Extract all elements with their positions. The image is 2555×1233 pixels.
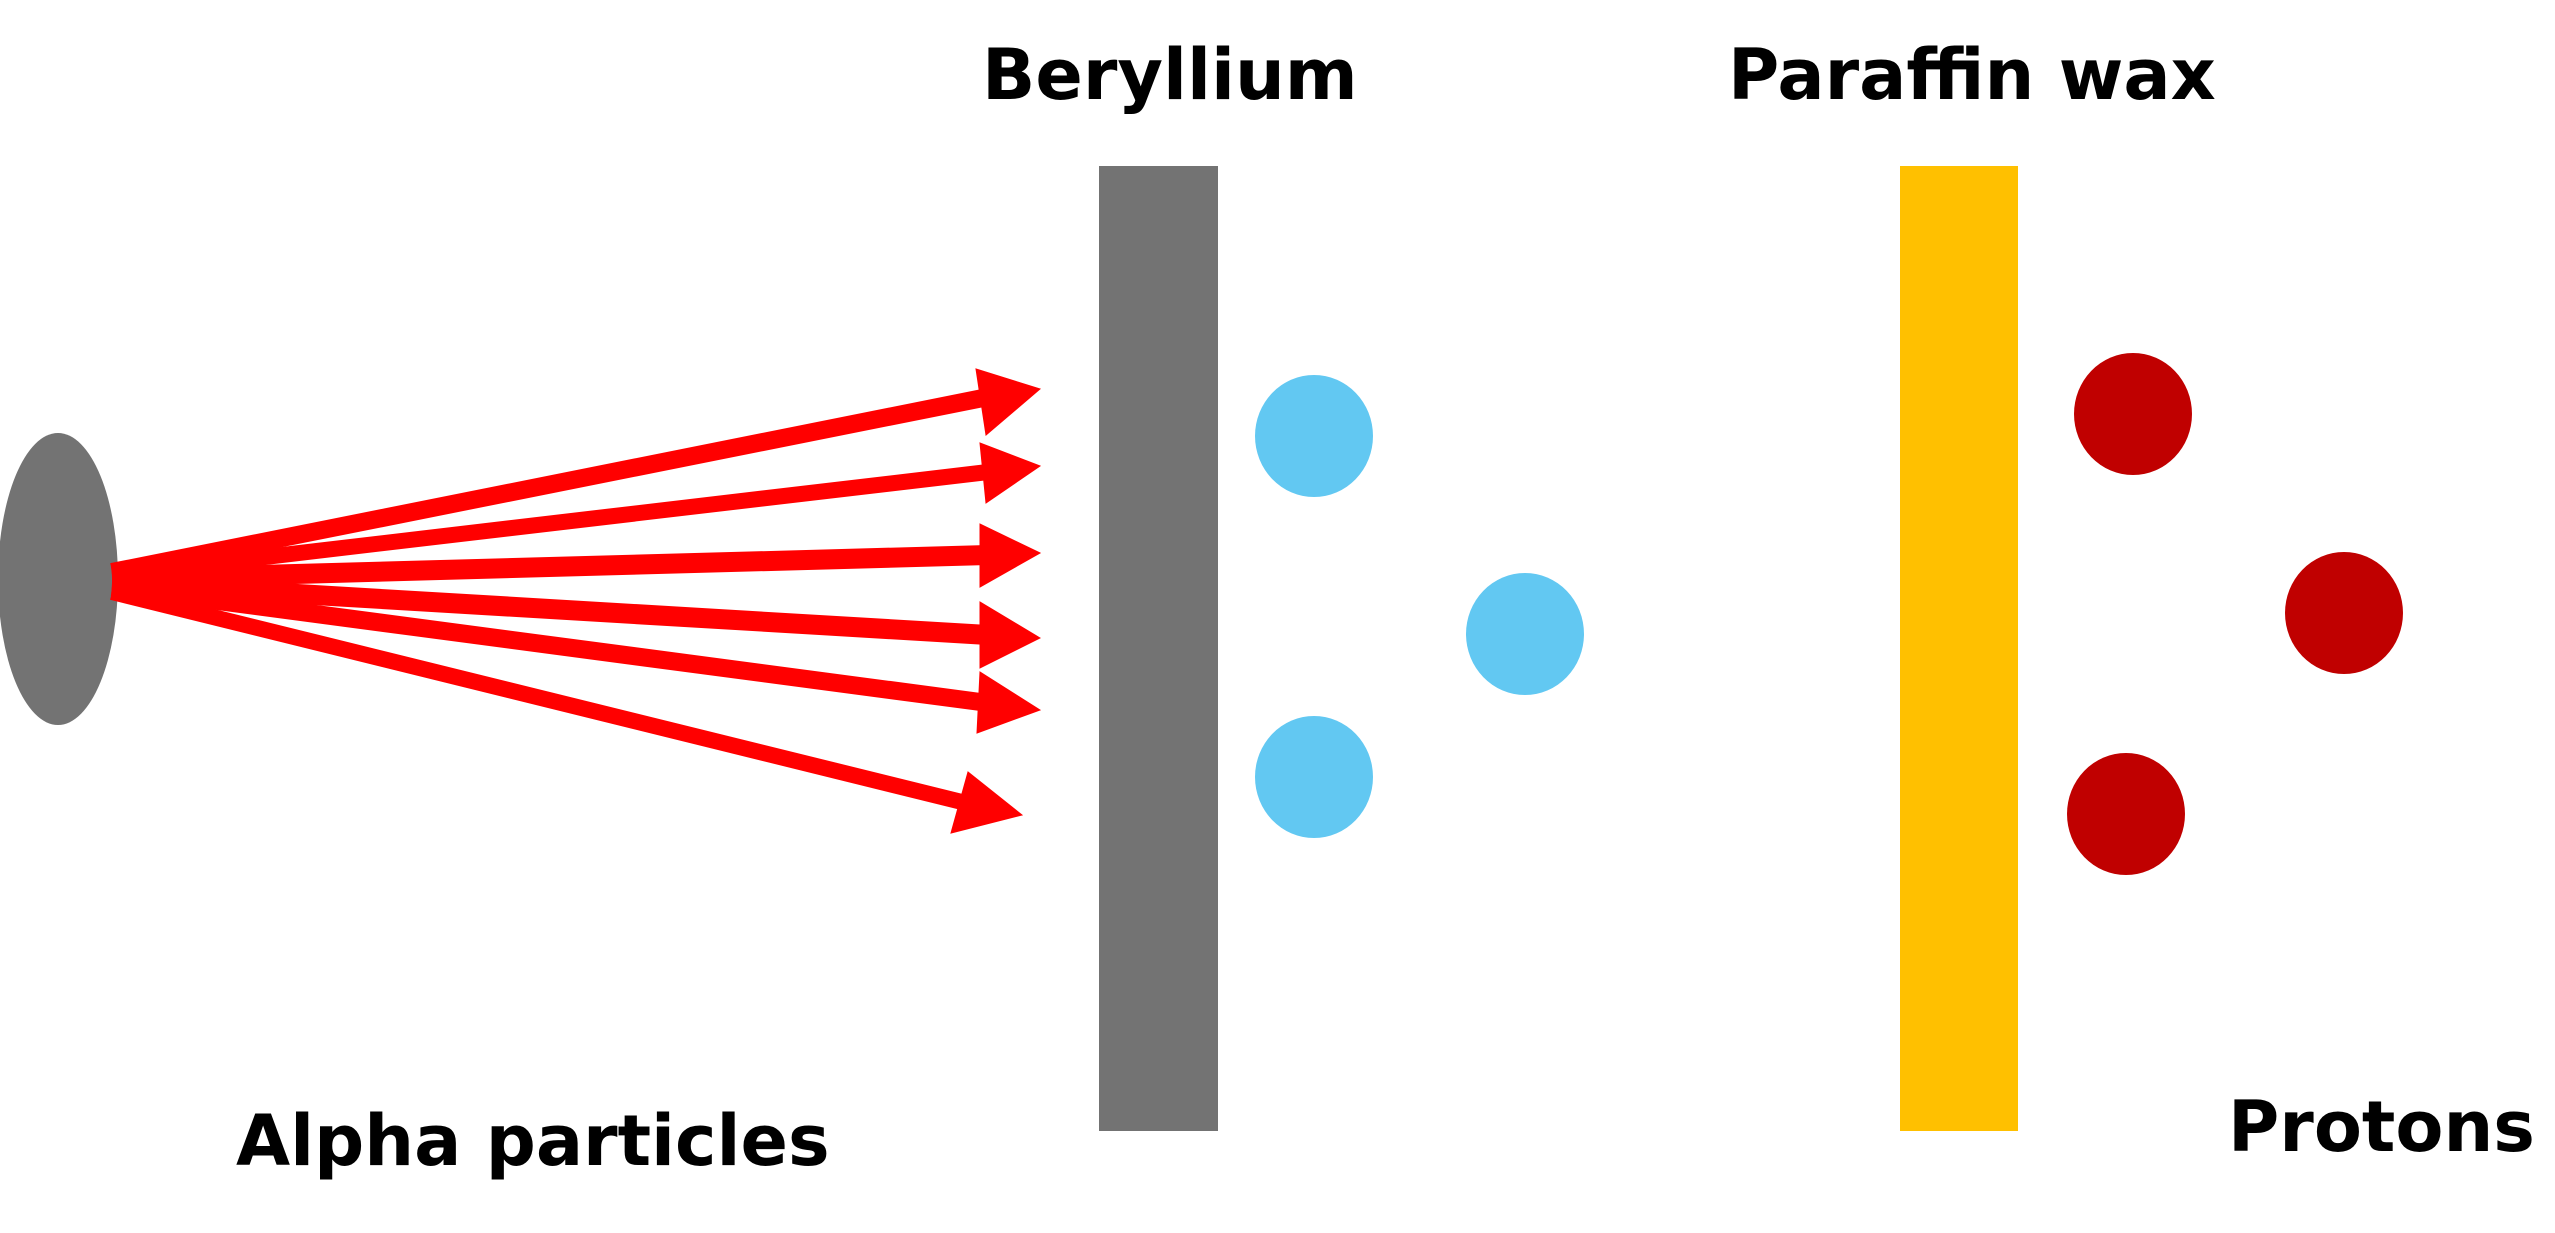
- alpha-arrow: [110, 368, 1042, 581]
- alpha-arrow: [111, 573, 1042, 669]
- protons: [2067, 353, 2403, 875]
- proton: [2285, 552, 2403, 674]
- alpha-arrow: [110, 584, 1024, 834]
- protons-label: Protons: [2228, 1086, 2535, 1168]
- alpha-particles-label: Alpha particles: [236, 1100, 830, 1182]
- emitted-particle: [1466, 573, 1584, 695]
- proton: [2074, 353, 2192, 475]
- beryllium-plate: [1099, 166, 1218, 1131]
- alpha-arrow: [111, 523, 1042, 589]
- beryllium-label: Beryllium: [982, 34, 1358, 116]
- alpha-arrow: [110, 578, 1042, 734]
- emitted-particles: [1255, 375, 1584, 838]
- paraffin-wax-label: Paraffin wax: [1728, 34, 2216, 116]
- alpha-arrow: [111, 442, 1042, 583]
- emitted-particle: [1255, 375, 1373, 497]
- proton: [2067, 753, 2185, 875]
- emitted-particle: [1255, 716, 1373, 838]
- paraffin-wax-plate: [1900, 166, 2018, 1131]
- alpha-source: [0, 433, 118, 725]
- alpha-arrows: [110, 368, 1042, 834]
